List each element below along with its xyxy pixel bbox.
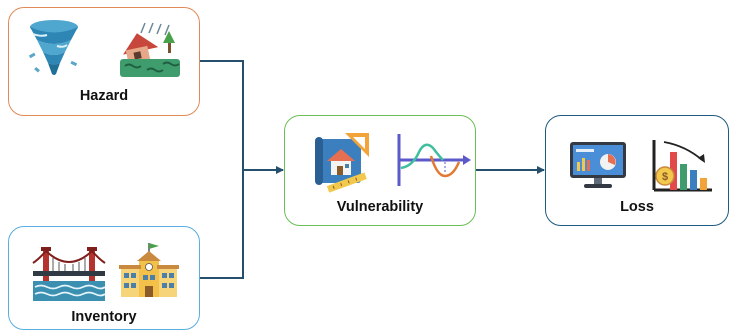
dashboard-monitor-icon <box>570 142 626 188</box>
fragility-curve-icon <box>397 134 471 186</box>
flood-house-icon <box>120 22 180 77</box>
loss-label: Loss <box>620 199 654 215</box>
inventory-label: Inventory <box>71 309 137 325</box>
hazard-label: Hazard <box>79 88 129 104</box>
declining-chart-icon: $ <box>652 140 712 192</box>
vulnerability-node: Vulnerability <box>284 115 476 226</box>
hazard-node: Hazard <box>8 7 200 116</box>
connector-inventory <box>200 170 244 279</box>
tornado-icon <box>28 20 78 75</box>
loss-node: $ Loss <box>545 115 729 226</box>
svg-text:$: $ <box>662 171 668 183</box>
inventory-node: Inventory <box>8 226 200 330</box>
school-building-icon <box>119 243 179 297</box>
connector-hazard <box>200 60 244 170</box>
vulnerability-label: Vulnerability <box>336 199 424 215</box>
bridge-icon <box>32 247 106 301</box>
blueprint-icon <box>315 133 369 193</box>
